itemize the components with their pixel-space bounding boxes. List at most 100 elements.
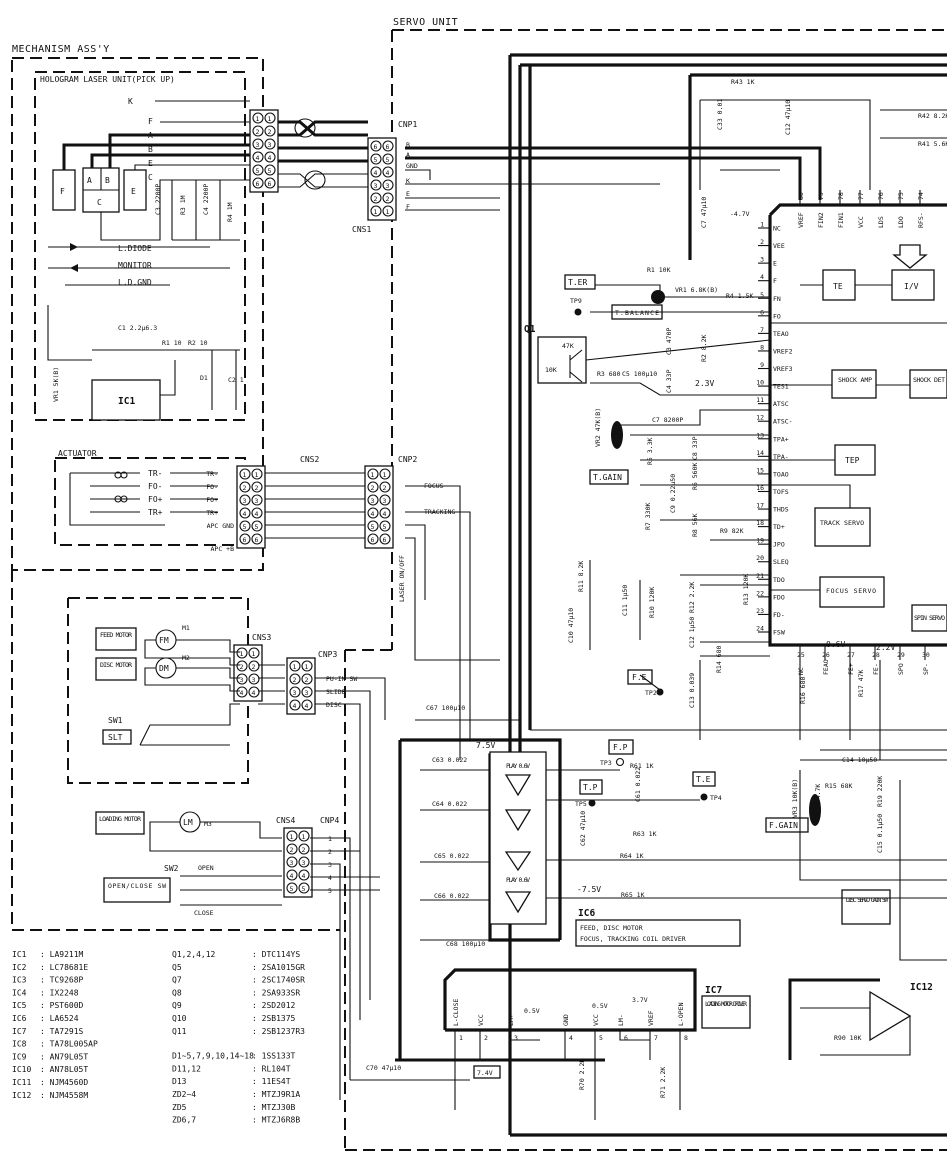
cn-pin-num: 6 — [243, 536, 247, 544]
r17-47k: R17 47K — [857, 670, 865, 697]
part-value: : 1SS133T — [252, 1052, 296, 1061]
cn-pin-num: 6 — [374, 143, 378, 151]
ic2-pin-label: FO — [773, 312, 781, 320]
passive-wiring — [585, 99, 947, 961]
cn-pin-num: 2 — [386, 195, 390, 203]
ic7-pin-num: 1 — [459, 1034, 463, 1042]
cn-pin-num: 1 — [252, 650, 256, 658]
ic2-pin-label: NC — [773, 225, 781, 233]
cn-pin-num: 4 — [305, 702, 309, 710]
ic2-pin-label: FSW — [773, 629, 785, 637]
ic2-pin-num: 21 — [756, 572, 764, 580]
part-value: : 2SC1740SR — [252, 976, 305, 985]
part-id: IC7 — [12, 1027, 27, 1036]
ic2-top-num: 75 — [897, 192, 905, 200]
tp3-label: TP3 — [600, 759, 612, 767]
ic2-pin-num: 11 — [756, 396, 764, 404]
cn-pin-num: 5 — [383, 523, 387, 531]
ic7-pin-label: L-OPEN — [677, 1002, 685, 1026]
m1-label: M1 — [182, 624, 190, 632]
ic7: IC7 LOADING MOTOR DRIVER L-CLOSE1VCC2LM+… — [350, 968, 751, 1120]
tp4-label: TP4 — [710, 794, 722, 802]
ic7-pin-num: 8 — [684, 1034, 688, 1042]
d1-label: D1 — [200, 374, 208, 382]
part-id: Q8 — [172, 988, 182, 997]
ic2-pin-num: 22 — [756, 589, 764, 597]
tag-tbal: T.BALANCE — [615, 309, 659, 317]
c3-label: C3 2200P — [154, 184, 162, 215]
cn-pin-num: 3 — [383, 497, 387, 505]
r41: R41 5.6K — [918, 140, 947, 148]
part-id: D11,12 — [172, 1064, 201, 1073]
ic2-top-label: RFS- — [917, 212, 925, 228]
r1-label: R1 10 — [162, 339, 182, 347]
cn-pin-num: 2 — [374, 195, 378, 203]
ic2-pin-label: TD+ — [773, 523, 785, 531]
tag-tgain: T.GAIN — [593, 473, 622, 482]
cn-pin-num: 1 — [240, 650, 244, 658]
motor-block: FEED MOTOR DISC MOTOR FM DM M1 M2 SW1 SL… — [95, 624, 282, 917]
q1-r1: 47K — [562, 342, 574, 350]
r2-label: R2 10 — [188, 339, 208, 347]
v-22: 2.2V — [876, 643, 895, 652]
vr3-10k: VR3 10K(B) — [791, 779, 799, 818]
c70: C70 47μ10 — [366, 1064, 401, 1072]
cn-pin-num: 6 — [383, 536, 387, 544]
ic7-pin-num: 5 — [599, 1034, 603, 1042]
cns2-pin-fo-plus: FO+ — [206, 496, 218, 504]
cn-pin-num: 2 — [255, 484, 259, 492]
ic7-v74: 7.4V — [477, 1069, 493, 1077]
r6-560k: R6 560K — [691, 463, 699, 490]
cn-pin-num: 3 — [255, 497, 259, 505]
ic2-top-num: 79 — [817, 192, 825, 200]
m3-label: M3 — [204, 820, 212, 828]
part-id: IC1 — [12, 950, 27, 959]
cn-pin-num: 1 — [255, 471, 259, 479]
ic2-bot-num: 28 — [872, 651, 880, 659]
ic6-desc1: FEED, DISC MOTOR — [580, 924, 643, 932]
iv-block — [891, 269, 935, 301]
ic2-pin-num: 19 — [756, 537, 764, 545]
tag-fe: F.E — [632, 673, 647, 682]
part-id: IC11 — [12, 1078, 31, 1087]
servo-bus — [508, 53, 947, 1137]
r70: R70 2.2K — [578, 1059, 586, 1090]
cns1-label: CNS1 — [352, 225, 371, 234]
ic7-pin-num: 6 — [624, 1034, 628, 1042]
pin-f: F — [148, 117, 153, 126]
servo-unit-title: SERVO UNIT — [393, 17, 458, 28]
cn-pin-num: 2 — [293, 676, 297, 684]
cn-pin-num: 4 — [240, 689, 244, 697]
cn-pin-num: 3 — [240, 676, 244, 684]
part-id: Q1,2,4,12 — [172, 950, 216, 959]
shock-det-block — [909, 369, 947, 399]
ic7-pin-num: 4 — [569, 1034, 573, 1042]
part-value: : MTZJ9R1A — [252, 1090, 300, 1099]
r5-33k: R5 3.3K — [646, 438, 654, 465]
ic2-top-label: VREF — [797, 212, 805, 228]
cns2-pin-apc-b: APC +B — [211, 545, 235, 553]
cnp1-pins: B A GND K E F — [406, 141, 418, 211]
c33: C33 0.01 — [716, 99, 724, 130]
cn-pin-num: 4 — [302, 872, 306, 880]
cn-pin-num: 4 — [268, 154, 272, 162]
ic7-v37: 3.7V — [632, 996, 648, 1004]
cn-pin-num: 1 — [268, 115, 272, 123]
cn-pin-num: 1 — [305, 663, 309, 671]
r19-220k: R19 220K — [876, 776, 884, 807]
cn-pin-num: 5 — [371, 523, 375, 531]
part-id: IC2 — [12, 963, 27, 972]
part-id: D13 — [172, 1077, 187, 1086]
tag-ter: T.ER — [568, 278, 587, 287]
cn-pin-num: 3 — [386, 182, 390, 190]
part-value: : 2SB1237R3 — [252, 1027, 305, 1036]
ld-gnd-label: L.D.GND — [118, 278, 152, 287]
tag-fgain: F.GAIN — [769, 821, 798, 830]
ic2-bot-num: 29 — [897, 651, 905, 659]
cn-pin-num: 2 — [302, 846, 306, 854]
c7-top: C7 47μ10 — [700, 197, 708, 228]
ic7-pin-num: 3 — [514, 1034, 518, 1042]
cn-pin-num: 5 — [256, 167, 260, 175]
